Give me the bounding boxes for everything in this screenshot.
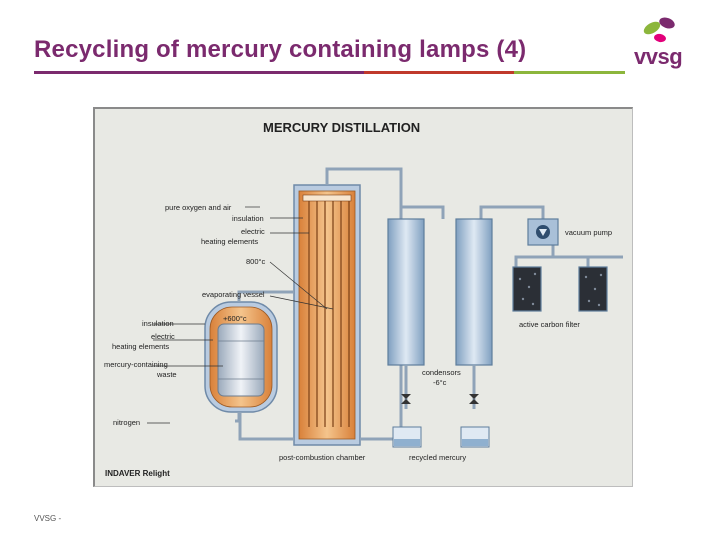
slide-title: Recycling of mercury containing lamps (4… xyxy=(34,36,527,63)
label-electric-left: electric xyxy=(151,332,175,341)
logo-text: vvsg xyxy=(634,44,683,69)
evaporating-vessel: +600°c xyxy=(204,301,278,413)
vvsg-logo-icon xyxy=(643,17,675,43)
title-underline xyxy=(34,71,625,74)
label-waste: waste xyxy=(156,370,177,379)
label-evaporating-vessel: evaporating vessel xyxy=(202,290,265,299)
label-insulation-top: insulation xyxy=(232,214,264,223)
label-temp-800: 800°c xyxy=(246,257,266,266)
label-mercury-containing: mercury-containing xyxy=(104,360,168,369)
post-combustion-column xyxy=(293,184,361,446)
vacuum-pump xyxy=(527,218,559,246)
condensor-1 xyxy=(387,218,425,448)
label-temp-minus6: -6°c xyxy=(433,378,447,387)
label-post-combustion: post-combustion chamber xyxy=(279,453,366,462)
temp-600-label: +600°c xyxy=(223,314,247,323)
pipes xyxy=(235,167,623,441)
label-leaders xyxy=(147,206,334,424)
label-electric-top: electric xyxy=(241,227,265,236)
slide-footer: VVSG - xyxy=(34,514,62,523)
condensor-2 xyxy=(455,218,493,448)
label-nitrogen: nitrogen xyxy=(113,418,140,427)
label-recycled-mercury: recycled mercury xyxy=(409,453,466,462)
diagram-canvas: MERCURY DISTILLATION +600°c xyxy=(104,120,623,478)
label-vacuum-pump: vacuum pump xyxy=(565,228,612,237)
label-heating-left: heating elements xyxy=(112,342,169,351)
label-pure-oxygen: pure oxygen and air xyxy=(165,203,232,212)
diagram-heading: MERCURY DISTILLATION xyxy=(263,120,420,135)
label-insulation-left: insulation xyxy=(142,319,174,328)
label-active-carbon: active carbon filter xyxy=(519,320,580,329)
label-condensors: condensors xyxy=(422,368,461,377)
active-carbon-filters xyxy=(512,266,608,312)
diagram-credit: INDAVER Relight xyxy=(105,469,170,478)
mercury-distillation-diagram: MERCURY DISTILLATION +600°c xyxy=(93,107,633,487)
label-heating-top: heating elements xyxy=(201,237,258,246)
